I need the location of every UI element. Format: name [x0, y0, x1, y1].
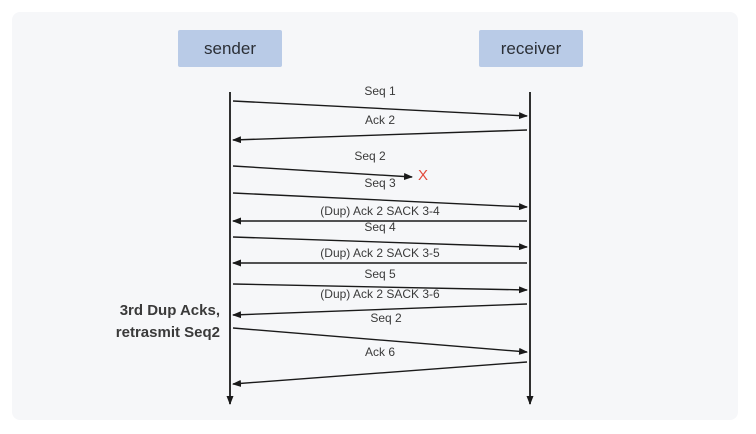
message-arrow — [232, 165, 413, 181]
sender-node: sender — [178, 30, 282, 67]
receiver-node: receiver — [479, 30, 583, 67]
message-label: (Dup) Ack 2 SACK 3-5 — [320, 246, 440, 260]
message-arrow — [232, 100, 528, 120]
retransmit-note: 3rd Dup Acks, retrasmit Seq2 — [92, 300, 220, 344]
message-label: (Dup) Ack 2 SACK 3-6 — [320, 287, 440, 301]
message-arrow — [232, 303, 528, 319]
message-label: Seq 2 — [354, 149, 386, 163]
message-label: Seq 1 — [364, 84, 396, 98]
packet-lost-marker: X — [418, 167, 428, 184]
message-arrow — [232, 361, 528, 387]
message-arrow — [232, 327, 528, 355]
retransmit-note-line2: retrasmit Seq2 — [115, 324, 220, 341]
message-label: Ack 2 — [365, 113, 395, 127]
message-label: (Dup) Ack 2 SACK 3-4 — [320, 204, 440, 218]
message-label: Seq 2 — [370, 311, 402, 325]
message-label: Seq 3 — [364, 176, 396, 190]
retransmit-note-line1: 3rd Dup Acks, — [119, 302, 220, 319]
message-label: Seq 5 — [364, 267, 396, 281]
message-arrow — [232, 283, 528, 294]
message-arrow — [232, 192, 528, 211]
message-label: Ack 6 — [365, 345, 395, 359]
diagram-canvas — [12, 12, 738, 420]
message-label: Seq 4 — [364, 220, 396, 234]
message-arrow — [232, 236, 528, 251]
message-arrow — [232, 129, 528, 144]
